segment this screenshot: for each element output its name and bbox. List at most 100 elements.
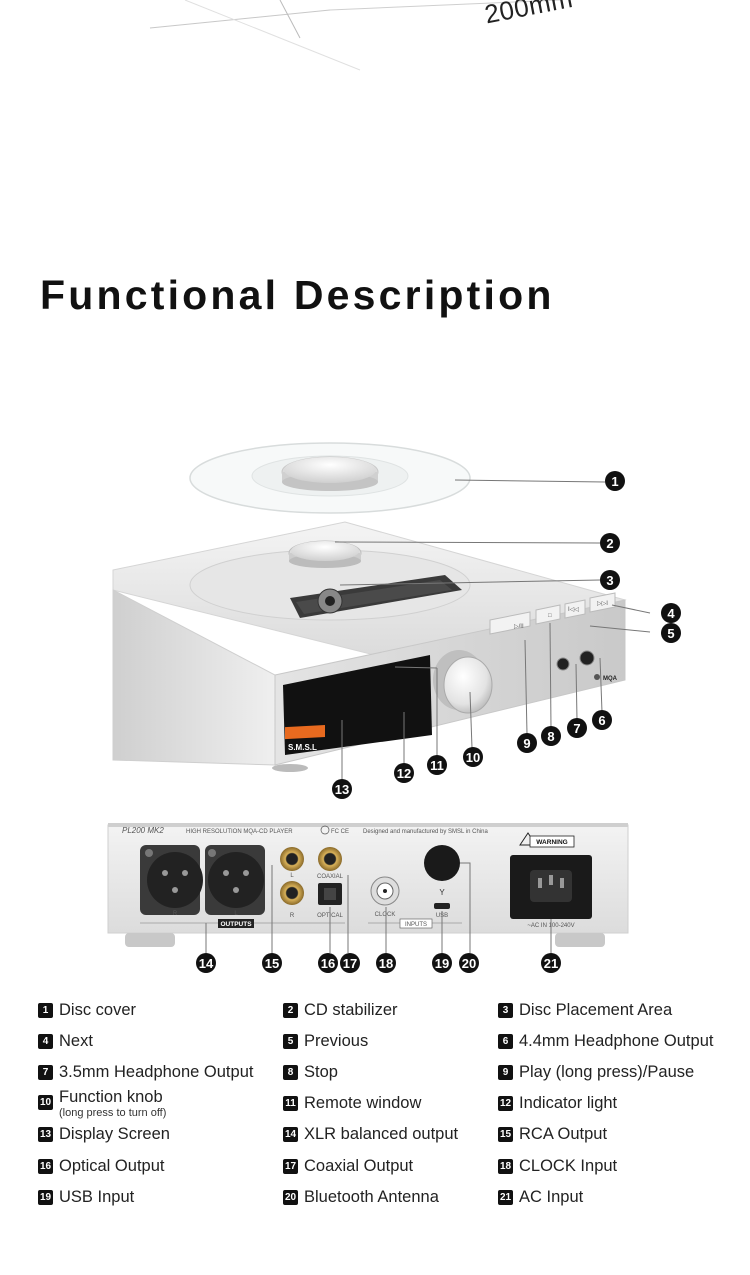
jack-4-4mm (579, 650, 595, 666)
legend-item-clock: 18 CLOCK Input (498, 1156, 617, 1176)
legend: 1 Disc cover 2 CD stabilizer 3 Disc Plac… (0, 995, 750, 1220)
rear-cert-marks: FC CE (331, 829, 349, 835)
legend-num: 17 (283, 1159, 298, 1174)
legend-item-function-knob: 10 Function knob (long press to turn off… (38, 1087, 166, 1119)
legend-text: 3.5mm Headphone Output (59, 1063, 254, 1081)
callout-9: 9 (523, 736, 530, 751)
callout-1: 1 (611, 474, 618, 489)
legend-num: 15 (498, 1127, 513, 1142)
legend-text: CD stabilizer (304, 1001, 398, 1019)
legend-text: AC Input (519, 1188, 584, 1206)
warning-label: WARNING (536, 839, 567, 846)
xlr-l-label: L (234, 911, 238, 917)
callout-16: 16 (321, 956, 335, 971)
front-buttons: ▷/II □ I◁◁ ▷▷I (489, 592, 616, 635)
legend-text: 4.4mm Headphone Output (519, 1032, 714, 1050)
rear-model-desc: HIGH RESOLUTION MQA-CD PLAYER (186, 829, 293, 835)
legend-item-display-screen: 13 Display Screen (38, 1124, 170, 1144)
rear-model: PL200 MK2 (122, 826, 164, 835)
legend-item-rca: 15 RCA Output (498, 1124, 607, 1144)
legend-item-ac: 21 AC Input (498, 1187, 583, 1207)
legend-num: 19 (38, 1190, 53, 1205)
callout-5: 5 (667, 626, 674, 641)
legend-item-cd-stabilizer: 2 CD stabilizer (283, 1000, 398, 1020)
legend-text: USB Input (59, 1188, 135, 1206)
legend-text: Remote window (304, 1094, 422, 1112)
legend-item-4-4mm: 6 4.4mm Headphone Output (498, 1031, 713, 1051)
inputs-label: INPUTS (405, 922, 427, 928)
xlr-output-r: R (140, 845, 203, 917)
jack-3-5mm (556, 657, 570, 671)
callout-17: 17 (343, 956, 357, 971)
callout-lines-top (334, 479, 651, 780)
legend-num: 20 (283, 1190, 298, 1205)
legend-text: Coaxial Output (304, 1157, 414, 1175)
legend-num: 21 (498, 1190, 513, 1205)
clock-label: CLOCK (375, 912, 396, 918)
legend-num: 14 (283, 1127, 298, 1142)
legend-item-disc-cover: 1 Disc cover (38, 1000, 136, 1020)
legend-item-indicator-light: 12 Indicator light (498, 1093, 617, 1113)
legend-num: 13 (38, 1127, 53, 1142)
dimension-drawing: 200mm (0, 0, 750, 80)
legend-text: Function knob (59, 1088, 163, 1106)
callout-7: 7 (573, 721, 580, 736)
callout-20: 20 (462, 956, 476, 971)
xlr-output-l: L (205, 845, 265, 917)
rca-outputs: L R (280, 847, 304, 919)
callout-2: 2 (606, 536, 613, 551)
rear-designed-by: Designed and manufactured by SMSL in Chi… (363, 829, 489, 835)
legend-text: Disc cover (59, 1001, 137, 1019)
legend-subtext: (long press to turn off) (59, 1107, 167, 1119)
callout-6: 6 (598, 713, 605, 728)
rca-r-label: R (290, 913, 295, 919)
legend-num: 2 (283, 1003, 298, 1018)
clock-input: CLOCK (370, 876, 400, 918)
callout-12: 12 (397, 766, 411, 781)
callout-11: 11 (430, 758, 444, 773)
legend-num: 10 (38, 1095, 53, 1110)
device-rear-svg: PL200 MK2 HIGH RESOLUTION MQA-CD PLAYER … (107, 823, 629, 973)
legend-num: 4 (38, 1034, 53, 1049)
legend-num: 9 (498, 1065, 513, 1080)
legend-text: Stop (304, 1063, 338, 1081)
device-body: S.M.S.L ▷/II □ I◁◁ ▷▷I MQA (112, 521, 627, 772)
play-pause-mark: ▷/II (514, 624, 524, 630)
bluetooth-antenna: Y (424, 845, 460, 897)
xlr-r-label: R (173, 911, 178, 917)
legend-item-usb: 19 USB Input (38, 1187, 134, 1207)
legend-num: 3 (498, 1003, 513, 1018)
callout-lines-rear (205, 862, 552, 953)
callouts-rear: 14 15 16 17 18 19 20 21 (196, 953, 561, 973)
smsl-badge: S.M.S.L (288, 743, 317, 752)
legend-num: 5 (283, 1034, 298, 1049)
device-front-illustration: S.M.S.L ▷/II □ I◁◁ ▷▷I MQA (0, 430, 750, 805)
legend-text: Previous (304, 1032, 369, 1050)
callout-18: 18 (379, 956, 393, 971)
svg-text:Y: Y (439, 888, 445, 897)
function-knob (433, 650, 493, 714)
device-front-svg: S.M.S.L ▷/II □ I◁◁ ▷▷I MQA (112, 442, 681, 799)
legend-num: 1 (38, 1003, 53, 1018)
section-title: Functional Description (40, 272, 555, 318)
legend-item-disc-placement: 3 Disc Placement Area (498, 1000, 672, 1020)
legend-item-xlr: 14 XLR balanced output (283, 1124, 458, 1144)
next-mark: ▷▷I (597, 601, 608, 607)
legend-item-optical: 16 Optical Output (38, 1156, 164, 1176)
callout-21: 21 (544, 956, 558, 971)
legend-text: Indicator light (519, 1094, 618, 1112)
device-rear-illustration: PL200 MK2 HIGH RESOLUTION MQA-CD PLAYER … (0, 815, 750, 985)
legend-num: 7 (38, 1065, 53, 1080)
legend-text: Disc Placement Area (519, 1001, 673, 1019)
legend-num: 6 (498, 1034, 513, 1049)
callout-4: 4 (667, 606, 675, 621)
legend-text: CLOCK Input (519, 1157, 618, 1175)
legend-num: 18 (498, 1159, 513, 1174)
legend-item-bluetooth: 20 Bluetooth Antenna (283, 1187, 439, 1207)
legend-text: Display Screen (59, 1125, 170, 1143)
callout-3: 3 (606, 573, 613, 588)
legend-text: Bluetooth Antenna (304, 1188, 439, 1206)
callout-15: 15 (265, 956, 279, 971)
dimension-lines (149, 0, 561, 71)
legend-text: Play (long press)/Pause (519, 1063, 695, 1081)
